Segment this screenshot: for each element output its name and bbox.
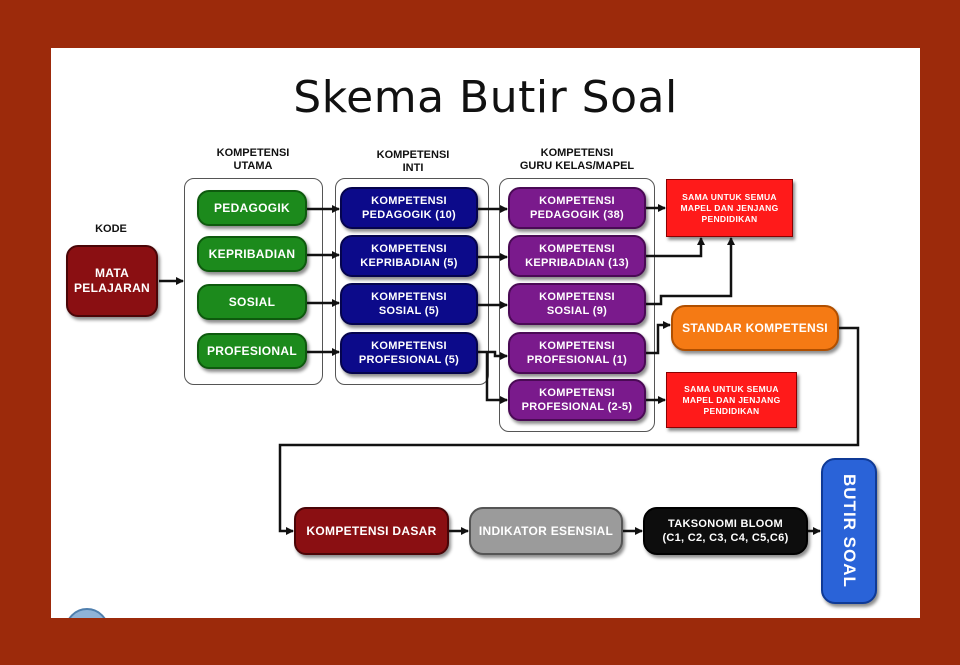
utama-pedagogik: PEDAGOGIK	[197, 190, 307, 226]
box-line: KOMPETENSI	[371, 291, 447, 303]
inti-kepribadian: KOMPETENSI KEPRIBADIAN (5)	[340, 235, 478, 277]
inti-sosial: KOMPETENSI SOSIAL (5)	[340, 283, 478, 325]
box-line: KEPRIBADIAN (13)	[525, 257, 629, 269]
header-line: KOMPETENSI	[216, 147, 290, 159]
standar-kompetensi-box: STANDAR KOMPETENSI	[671, 305, 839, 351]
box-line: PEDAGOGIK (38)	[529, 209, 625, 221]
header-kompetensi-guru: KOMPETENSI GURU KELAS/MAPEL	[497, 147, 657, 173]
butir-soal-box: BUTIR SOAL	[821, 458, 877, 604]
box-line: MATA	[94, 266, 130, 280]
box-line: KOMPETENSI	[539, 195, 615, 207]
guru-kepribadian: KOMPETENSI KEPRIBADIAN (13)	[508, 235, 646, 277]
arrow-guru-sama-2	[646, 237, 705, 258]
guru-profesional-2-5: KOMPETENSI PROFESIONAL (2-5)	[508, 379, 646, 421]
box-line: KOMPETENSI	[539, 243, 615, 255]
inti-profesional: KOMPETENSI PROFESIONAL (5)	[340, 332, 478, 374]
indikator-esensial-box: INDIKATOR ESENSIAL	[469, 507, 623, 555]
utama-kepribadian: KEPRIBADIAN	[197, 236, 307, 272]
box-line: KOMPETENSI	[371, 340, 447, 352]
box-line: PROFESIONAL (5)	[358, 354, 460, 366]
utama-sosial: SOSIAL	[197, 284, 307, 320]
butir-soal-label: BUTIR SOAL	[840, 474, 859, 588]
arrow-inti-guru-5	[485, 352, 508, 404]
arrow-guru-sama-3	[646, 237, 735, 306]
header-kompetensi-inti: KOMPETENSI INTI	[353, 149, 473, 175]
box-line: KOMPETENSI	[539, 340, 615, 352]
box-line: PENDIDIKAN	[701, 213, 758, 224]
box-line: PEDAGOGIK (10)	[361, 209, 457, 221]
box-line: KOMPETENSI	[371, 195, 447, 207]
header-line: KOMPETENSI	[376, 149, 450, 161]
box-line: MAPEL DAN JENJANG	[680, 202, 779, 213]
box-line: PROFESIONAL (2-5)	[521, 401, 633, 413]
header-kompetensi-utama: KOMPETENSI UTAMA	[193, 147, 313, 173]
header-line: INTI	[402, 162, 424, 174]
box-line: PELAJARAN	[73, 281, 151, 295]
box-line: SOSIAL (5)	[378, 305, 440, 317]
box-line: KOMPETENSI	[371, 243, 447, 255]
inti-pedagogik: KOMPETENSI PEDAGOGIK (10)	[340, 187, 478, 229]
page-title: Skema Butir Soal	[293, 72, 678, 123]
arrow-standar-kd	[278, 326, 860, 535]
header-line: GURU KELAS/MAPEL	[519, 160, 635, 172]
connector-arrows	[159, 204, 860, 535]
kompetensi-dasar-box: KOMPETENSI DASAR	[294, 507, 449, 555]
box-line: MAPEL DAN JENJANG	[682, 394, 781, 405]
guru-profesional-1: KOMPETENSI PROFESIONAL (1)	[508, 332, 646, 374]
box-line: (C1, C2, C3, C4, C5,C6)	[662, 532, 789, 544]
header-kode: KODE	[95, 223, 127, 235]
guru-pedagogik: KOMPETENSI PEDAGOGIK (38)	[508, 187, 646, 229]
box-line: SAMA UNTUK SEMUA	[682, 191, 777, 202]
box-line: KOMPETENSI	[539, 291, 615, 303]
header-line: UTAMA	[233, 160, 273, 172]
utama-profesional: PROFESIONAL	[197, 333, 307, 369]
mata-pelajaran-box: MATA PELAJARAN	[66, 245, 158, 317]
box-line: KEPRIBADIAN (5)	[360, 257, 458, 269]
box-line: PROFESIONAL (1)	[526, 354, 628, 366]
box-line: TAKSONOMI BLOOM	[668, 518, 783, 530]
slide: Skema Butir Soal KODE KOMPETENSI UTAMA K…	[51, 48, 920, 618]
box-line: SAMA UNTUK SEMUA	[684, 383, 779, 394]
header-line: KOMPETENSI	[540, 147, 614, 159]
box-line: KOMPETENSI	[539, 387, 615, 399]
arrow-guru-standar	[646, 321, 671, 355]
arrow-inti-guru-4	[478, 350, 508, 360]
box-line: SOSIAL (9)	[546, 305, 608, 317]
taksonomi-bloom-box: TAKSONOMI BLOOM (C1, C2, C3, C4, C5,C6)	[643, 507, 808, 555]
box-line: PENDIDIKAN	[703, 405, 760, 416]
guru-sosial: KOMPETENSI SOSIAL (9)	[508, 283, 646, 325]
